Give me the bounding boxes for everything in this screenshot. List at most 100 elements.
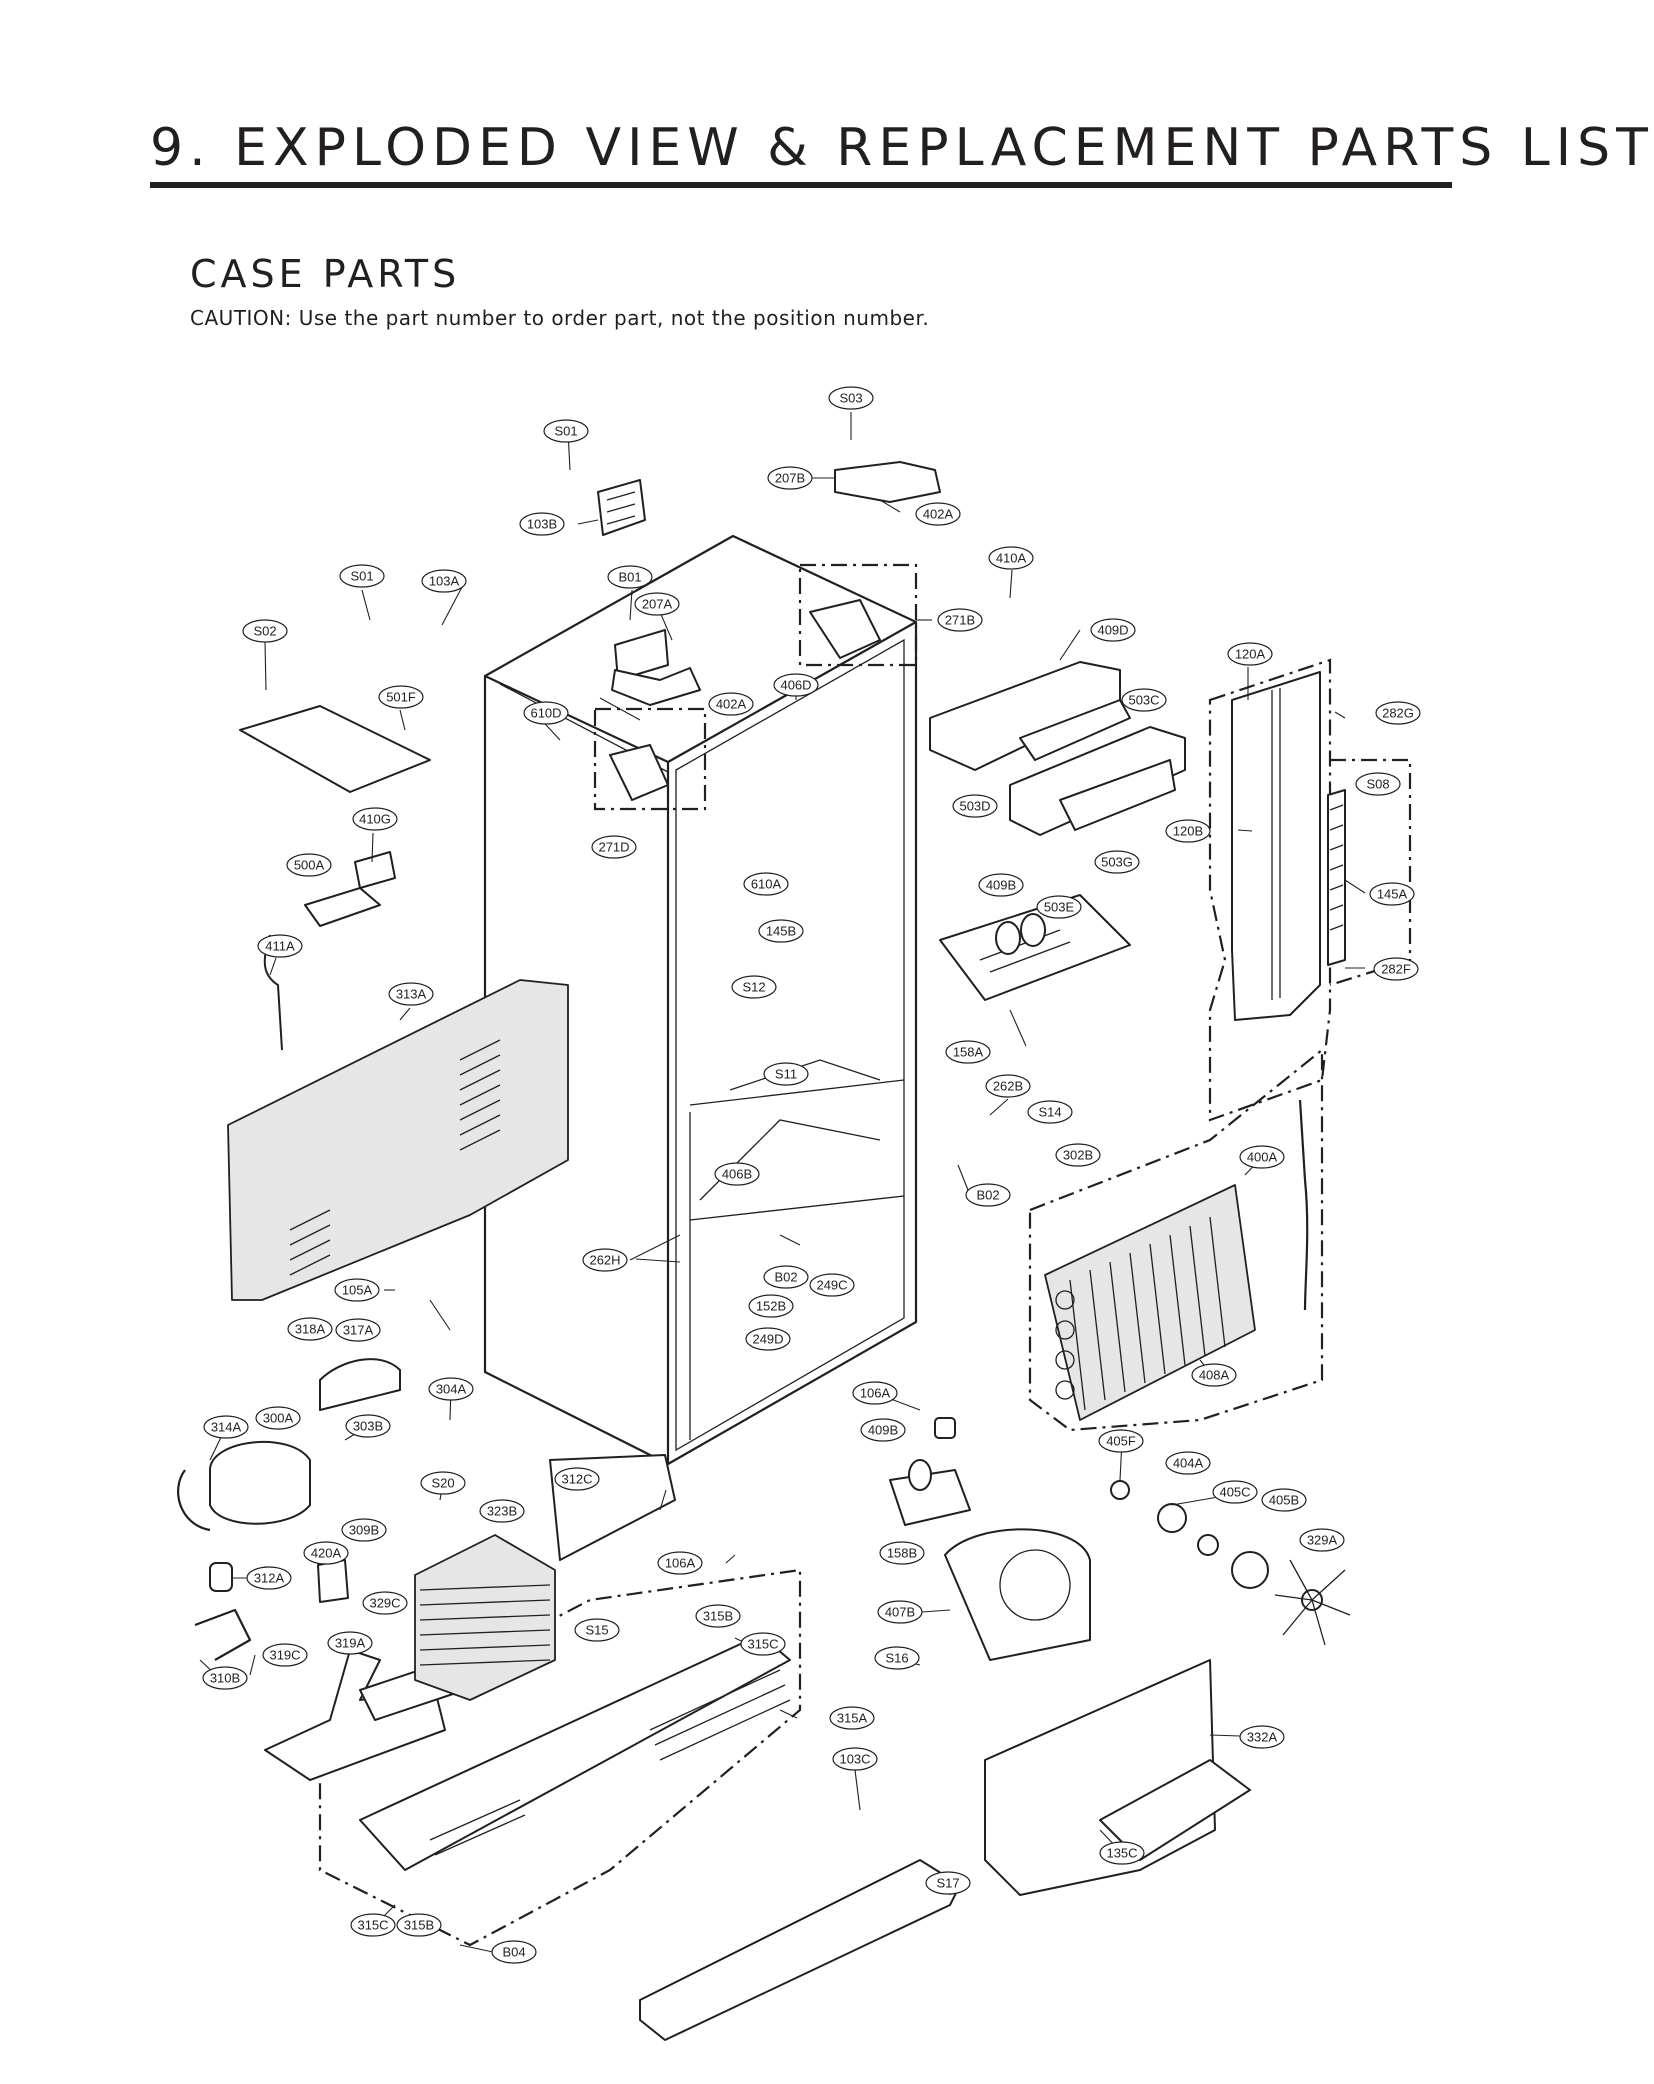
svg-text:610A: 610A <box>751 877 782 892</box>
svg-text:318A: 318A <box>295 1322 326 1337</box>
svg-text:S15: S15 <box>585 1623 608 1638</box>
callout: 315C <box>350 1913 396 1937</box>
svg-text:314A: 314A <box>211 1420 242 1435</box>
svg-text:501F: 501F <box>386 690 416 705</box>
callout: S11 <box>763 1062 809 1086</box>
svg-text:262B: 262B <box>993 1079 1023 1094</box>
callout: 282G <box>1375 701 1421 725</box>
callout: 405B <box>1261 1488 1307 1512</box>
callout: 135C <box>1099 1841 1145 1865</box>
svg-text:315A: 315A <box>837 1711 868 1726</box>
callout: S12 <box>731 975 777 999</box>
svg-text:S03: S03 <box>839 391 862 406</box>
callout: 249D <box>745 1327 791 1351</box>
callout: 315B <box>396 1913 442 1937</box>
svg-text:405B: 405B <box>1269 1493 1299 1508</box>
top-parts <box>239 461 1186 927</box>
svg-text:610D: 610D <box>530 706 561 721</box>
svg-text:500A: 500A <box>294 858 325 873</box>
callout: 317A <box>335 1318 381 1342</box>
base-pan <box>359 1634 961 2041</box>
callout: 314A <box>203 1415 249 1439</box>
svg-text:408A: 408A <box>1199 1368 1230 1383</box>
svg-text:135C: 135C <box>1106 1846 1137 1861</box>
callout: S02 <box>242 619 288 643</box>
svg-text:282G: 282G <box>1382 706 1414 721</box>
callout: B02 <box>965 1183 1011 1207</box>
svg-text:315B: 315B <box>404 1918 434 1933</box>
callout: 312C <box>554 1467 600 1491</box>
callout: 402A <box>915 502 961 526</box>
svg-text:158A: 158A <box>953 1045 984 1060</box>
svg-text:271D: 271D <box>598 840 629 855</box>
exploded-view-diagram: S03 S01 207B 402A 103B 410A S01 103A B01… <box>177 386 1421 2041</box>
svg-text:503E: 503E <box>1044 900 1075 915</box>
svg-text:405F: 405F <box>1106 1434 1136 1449</box>
svg-text:400A: 400A <box>1247 1150 1278 1165</box>
callout: S14 <box>1027 1100 1073 1124</box>
dashed-groups <box>318 563 1412 1947</box>
svg-text:103C: 103C <box>839 1752 870 1767</box>
title-rule <box>150 182 1452 188</box>
caution-note: CAUTION: Use the part number to order pa… <box>190 306 930 330</box>
callout: 409B <box>860 1418 906 1442</box>
callout: 410G <box>352 807 398 831</box>
svg-text:312A: 312A <box>254 1571 285 1586</box>
svg-text:145A: 145A <box>1377 887 1408 902</box>
callout: 145A <box>1369 882 1415 906</box>
svg-text:409D: 409D <box>1097 623 1128 638</box>
callout: 300A <box>255 1406 301 1430</box>
callout: 262B <box>985 1074 1031 1098</box>
evaporator <box>1044 1099 1309 1421</box>
svg-text:406D: 406D <box>780 678 811 693</box>
callout: 262H <box>582 1248 628 1272</box>
svg-text:106A: 106A <box>860 1386 891 1401</box>
callout: 406D <box>773 673 819 697</box>
svg-text:207B: 207B <box>775 471 805 486</box>
svg-text:503G: 503G <box>1101 855 1133 870</box>
callout: 329C <box>362 1591 408 1615</box>
callout: 408A <box>1191 1363 1237 1387</box>
callout: S17 <box>925 1871 971 1895</box>
callout: 319A <box>327 1631 373 1655</box>
svg-text:300A: 300A <box>263 1411 294 1426</box>
callout: 500A <box>286 853 332 877</box>
callout: 312A <box>246 1566 292 1590</box>
left-parts <box>177 934 569 1781</box>
svg-text:B01: B01 <box>618 570 641 585</box>
svg-text:409B: 409B <box>868 1423 898 1438</box>
svg-text:405C: 405C <box>1219 1485 1250 1500</box>
svg-text:B02: B02 <box>976 1188 999 1203</box>
callout: 503D <box>952 794 998 818</box>
callout: 152B <box>748 1294 794 1318</box>
svg-text:105A: 105A <box>342 1283 373 1298</box>
callout: S20 <box>420 1471 466 1495</box>
svg-text:S16: S16 <box>885 1651 908 1666</box>
callout: 332A <box>1239 1725 1285 1749</box>
callout: 158B <box>879 1541 925 1565</box>
svg-text:103A: 103A <box>429 574 460 589</box>
svg-text:B04: B04 <box>502 1945 525 1960</box>
callout: 315A <box>829 1706 875 1730</box>
callout: 323B <box>479 1499 525 1523</box>
svg-text:262H: 262H <box>589 1253 620 1268</box>
callout: 106A <box>852 1381 898 1405</box>
callout: 103B <box>519 512 565 536</box>
callout: S01 <box>543 419 589 443</box>
svg-text:S08: S08 <box>1366 777 1389 792</box>
callout: 503E <box>1036 895 1082 919</box>
callout: 501F <box>378 685 424 709</box>
svg-text:152B: 152B <box>756 1299 786 1314</box>
callout: 400A <box>1239 1145 1285 1169</box>
callout: 105A <box>334 1278 380 1302</box>
svg-text:332A: 332A <box>1247 1730 1278 1745</box>
callout: 315B <box>695 1604 741 1628</box>
svg-text:410G: 410G <box>359 812 391 827</box>
middle-right-parts <box>889 894 1351 1896</box>
svg-text:303B: 303B <box>353 1419 383 1434</box>
svg-text:329C: 329C <box>369 1596 400 1611</box>
svg-text:404A: 404A <box>1173 1456 1204 1471</box>
callout: 329A <box>1299 1528 1345 1552</box>
callout: 315C <box>740 1632 786 1656</box>
callout: 409D <box>1090 618 1136 642</box>
